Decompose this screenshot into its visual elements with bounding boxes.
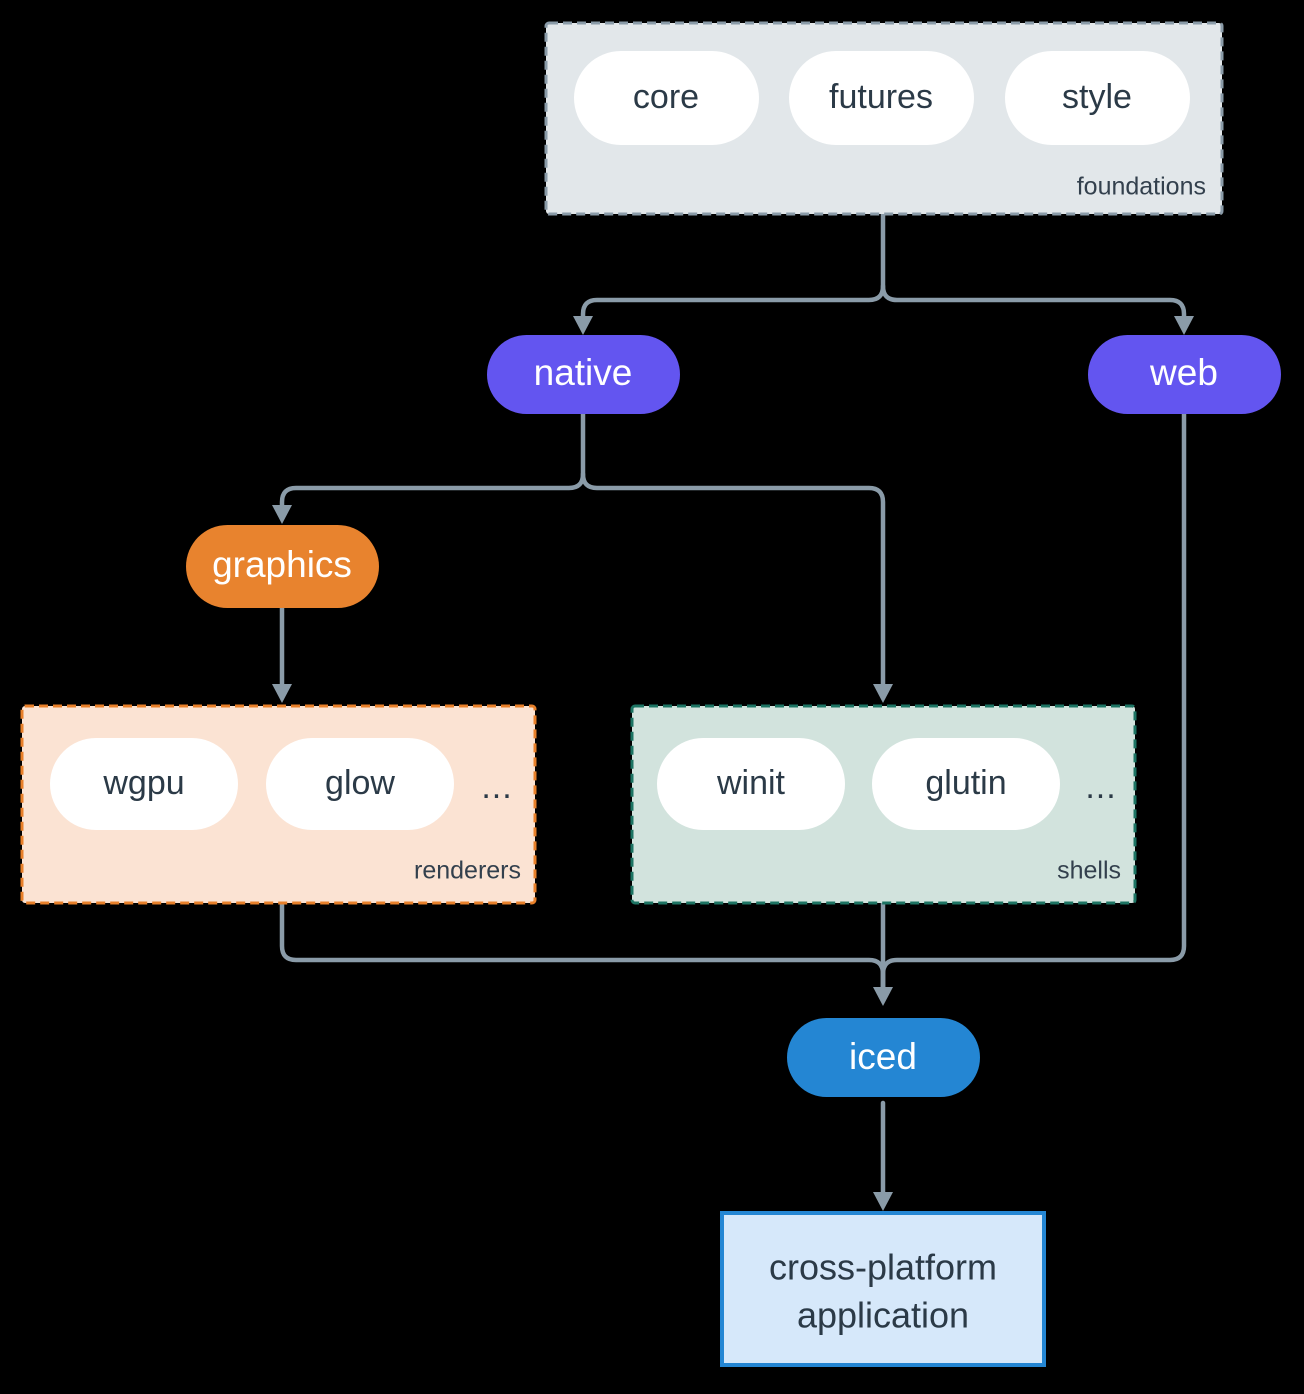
node-native-label: native: [534, 352, 633, 393]
edge-web-to-iced: [880, 411, 1187, 995]
node-iced-shape[interactable]: [787, 1018, 980, 1097]
leaf-wgpu-pill[interactable]: [50, 738, 238, 830]
leaf-wgpu[interactable]: wgpu: [50, 738, 238, 830]
leaf-core[interactable]: core: [574, 51, 759, 145]
edge-foundations-split: [580, 211, 886, 325]
foundations-group-label: foundations: [1077, 173, 1206, 201]
leaf-winit[interactable]: winit: [657, 738, 845, 830]
leaf-core-pill[interactable]: [574, 51, 759, 145]
node-application-label-line1: cross-platform: [769, 1247, 997, 1288]
node-web-label: web: [1149, 352, 1218, 393]
group-foundations: core futures style foundations: [544, 21, 1224, 216]
leaf-style-label: style: [1062, 78, 1132, 116]
group-shells: winit glutin ... shells: [630, 704, 1137, 905]
node-native-shape[interactable]: [487, 335, 680, 414]
leaf-futures-pill[interactable]: [789, 51, 974, 145]
leaf-glutin-label: glutin: [925, 764, 1006, 802]
leaf-wgpu-label: wgpu: [102, 764, 184, 802]
node-application[interactable]: cross-platform application: [720, 1211, 1046, 1367]
node-graphics-label: graphics: [212, 544, 352, 585]
renderers-ellipsis: ...: [481, 768, 512, 806]
leaf-glow-pill[interactable]: [266, 738, 454, 830]
leaf-style-pill[interactable]: [1005, 51, 1190, 145]
node-web[interactable]: web: [1088, 335, 1281, 414]
node-native[interactable]: native: [487, 335, 680, 414]
edge-native-split-left: [279, 411, 586, 515]
leaf-core-label: core: [633, 78, 699, 116]
edge-renderers-to-iced: [279, 900, 886, 995]
node-iced[interactable]: iced: [787, 1018, 980, 1097]
node-graphics-shape[interactable]: [186, 525, 379, 608]
leaf-futures[interactable]: futures: [789, 51, 974, 145]
renderers-group-label: renderers: [414, 857, 521, 885]
node-iced-label: iced: [849, 1036, 917, 1077]
edge-foundations-to-web: [880, 283, 1187, 325]
node-application-shape[interactable]: [720, 1211, 1046, 1367]
edge-native-split-right: [580, 471, 886, 693]
leaf-winit-pill[interactable]: [657, 738, 845, 830]
node-graphics[interactable]: graphics: [186, 525, 379, 608]
arrowhead-native: [573, 316, 593, 335]
arrowhead-iced: [873, 987, 893, 1006]
leaf-futures-label: futures: [829, 78, 933, 116]
group-renderers: wgpu glow ... renderers: [20, 704, 537, 905]
arrowhead-renderers: [272, 684, 292, 703]
leaf-glutin-pill[interactable]: [872, 738, 1060, 830]
node-web-shape[interactable]: [1088, 335, 1281, 414]
node-application-label-line2: application: [797, 1295, 969, 1336]
arrowhead-web: [1174, 316, 1194, 335]
arrowhead-shells: [873, 684, 893, 703]
arrowhead-application: [873, 1192, 893, 1211]
leaf-glow[interactable]: glow: [266, 738, 454, 830]
leaf-winit-label: winit: [716, 764, 786, 802]
leaf-glutin[interactable]: glutin: [872, 738, 1060, 830]
leaf-glow-label: glow: [325, 764, 395, 802]
shells-group-label: shells: [1057, 857, 1121, 885]
edge-layer: [272, 211, 1194, 1211]
leaf-style[interactable]: style: [1005, 51, 1190, 145]
arrowhead-graphics: [272, 505, 292, 524]
shells-ellipsis: ...: [1085, 768, 1116, 806]
